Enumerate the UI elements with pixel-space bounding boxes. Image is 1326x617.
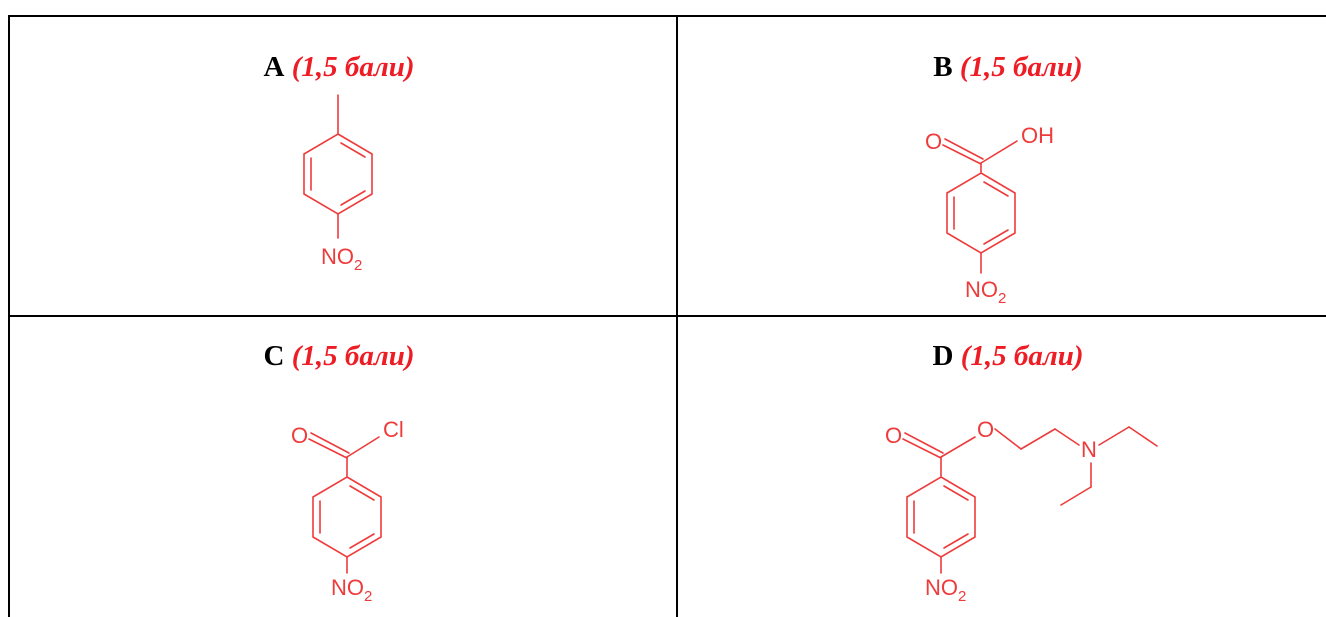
structure-c: O Cl NO 2 xyxy=(291,417,404,605)
cell-d-label: D (1,5 бали) xyxy=(933,340,1084,373)
structure-b-nitro-label: NO xyxy=(965,277,998,302)
cell-a-letter: A xyxy=(263,51,285,83)
structure-d: O O N NO 2 xyxy=(885,417,1158,605)
cell-c-points: (1,5 бали) xyxy=(291,340,415,372)
structure-c-oxygen-label: O xyxy=(291,423,308,448)
structure-b-hydroxyl-label: OH xyxy=(1021,123,1054,148)
structure-c-chlorine-label: Cl xyxy=(383,417,404,442)
cell-d-letter: D xyxy=(932,340,954,372)
structure-d-nitrogen-label: N xyxy=(1081,437,1097,462)
structure-d-nitro-label: NO xyxy=(925,575,958,600)
structure-b-nitro-subscript: 2 xyxy=(998,290,1006,307)
structure-a-nitro-subscript: 2 xyxy=(354,257,362,274)
cell-d: D (1,5 бали) O O N xyxy=(677,316,1326,617)
structure-a: NO 2 xyxy=(303,94,373,274)
structure-c-nitro-subscript: 2 xyxy=(364,588,372,605)
cell-c-letter: C xyxy=(263,340,285,372)
structure-d-ester-oxygen-label: O xyxy=(977,417,994,442)
structure-b-oxygen-label: O xyxy=(925,129,942,154)
structure-d-carbonyl-oxygen-label: O xyxy=(885,423,902,448)
cell-c-label: C (1,5 бали) xyxy=(264,340,415,373)
cell-a-points: (1,5 бали) xyxy=(291,51,415,83)
structure-a-nitro-label: NO xyxy=(321,244,354,269)
cell-a: A (1,5 бали) NO 2 xyxy=(8,15,676,315)
cell-b-points: (1,5 бали) xyxy=(959,51,1083,83)
cell-a-label: A (1,5 бали) xyxy=(264,51,415,84)
structure-b: O OH NO 2 xyxy=(925,123,1054,307)
structure-d-nitro-subscript: 2 xyxy=(958,588,966,605)
structure-c-nitro-label: NO xyxy=(331,575,364,600)
cell-b: B (1,5 бали) O OH NO 2 xyxy=(677,15,1326,315)
table-divider-horizontal xyxy=(8,315,1326,317)
cell-b-letter: B xyxy=(933,51,953,83)
cell-d-points: (1,5 бали) xyxy=(960,340,1084,372)
table-border-top xyxy=(8,15,1326,17)
cell-b-label: B (1,5 бали) xyxy=(933,51,1082,84)
cell-c: C (1,5 бали) O Cl NO 2 xyxy=(8,316,676,617)
